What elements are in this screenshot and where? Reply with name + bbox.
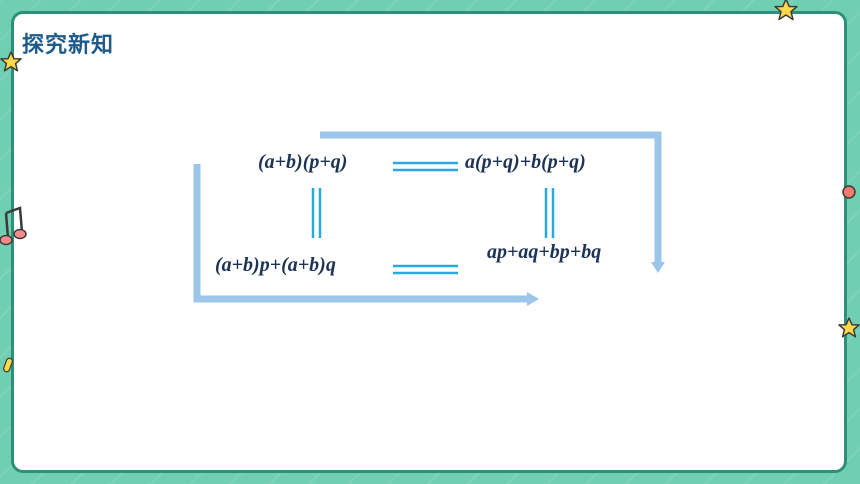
equal-sign-top	[393, 161, 458, 172]
star-icon	[838, 317, 860, 338]
expression-bottom-left: (a+b)p+(a+b)q	[215, 254, 336, 276]
equal-sign-right	[544, 188, 555, 238]
music-note-icon	[0, 206, 27, 246]
equal-sign-left	[311, 188, 322, 238]
decor-pill	[3, 357, 13, 373]
equal-sign-bottom	[393, 264, 458, 275]
page-title: 探究新知	[22, 33, 115, 58]
expression-bottom-right: ap+aq+bp+bq	[487, 241, 602, 263]
top-arrow	[320, 131, 665, 273]
star-icon	[774, 0, 798, 21]
expression-top-right: a(p+q)+b(p+q)	[465, 151, 586, 173]
expression-top-left: (a+b)(p+q)	[258, 151, 348, 173]
bottom-arrow	[193, 164, 539, 306]
star-icon	[0, 51, 22, 72]
content-card	[11, 11, 847, 473]
decor-dot	[842, 185, 856, 199]
